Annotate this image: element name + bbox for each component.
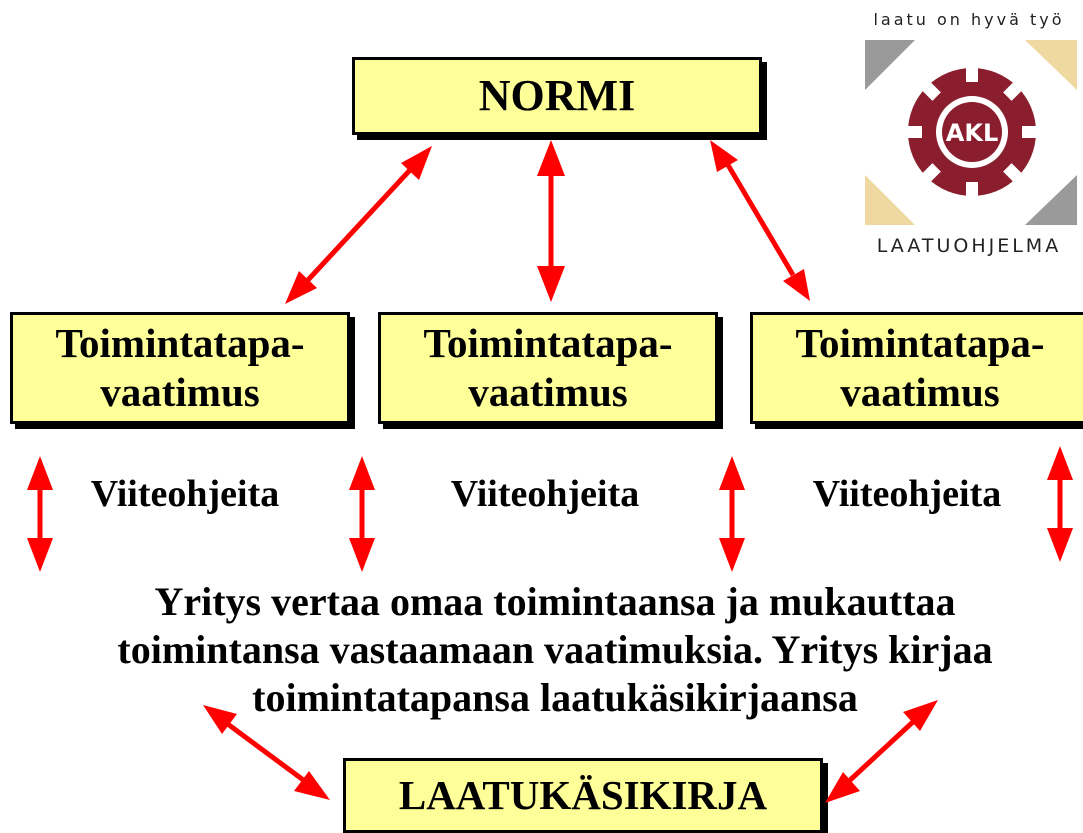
logo-emblem-text: AKL (946, 119, 998, 147)
arrow-vertical-1 (27, 456, 53, 572)
requirement-box-left: Toimintatapa- vaatimus (10, 312, 350, 424)
requirement-box-center: Toimintatapa- vaatimus (378, 312, 718, 424)
arrow-normi-right (710, 140, 810, 301)
requirement-box-right-line2: vaatimus (840, 369, 1000, 415)
arrow-normi-left (285, 146, 432, 304)
description-line-2: toimintansa vastaamaan vaatimuksia. Yrit… (117, 627, 993, 672)
arrow-bottom-right (825, 700, 938, 803)
requirement-box-left-line1: Toimintatapa- (55, 319, 305, 366)
arrow-normi-center (537, 140, 565, 302)
logo-caption: LAATUOHJELMA (876, 235, 1062, 257)
reference-label-right: Viiteohjeita (812, 473, 1002, 515)
description-text: Yritys vertaa omaa toimintaansa ja mukau… (60, 578, 1050, 722)
normi-box: NORMI (352, 57, 762, 135)
akl-logo: laatu on hyvä työ (855, 0, 1083, 272)
laatukasikirja-label: LAATUKÄSIKIRJA (398, 771, 768, 818)
description-line-1: Yritys vertaa omaa toimintaansa ja mukau… (154, 579, 956, 624)
arrow-vertical-2 (349, 456, 375, 572)
description-line-3: toimintatapansa laatukäsikirjaansa (252, 675, 858, 720)
reference-label-center: Viiteohjeita (450, 473, 640, 515)
arrow-vertical-4 (1047, 446, 1073, 562)
laatukasikirja-box: LAATUKÄSIKIRJA (343, 758, 823, 833)
arrow-vertical-3 (719, 456, 745, 572)
requirement-box-center-line2: vaatimus (468, 369, 628, 415)
requirement-box-right: Toimintatapa- vaatimus (750, 312, 1083, 424)
requirement-box-right-line1: Toimintatapa- (795, 319, 1045, 366)
reference-label-left: Viiteohjeita (90, 473, 280, 515)
requirement-box-center-line1: Toimintatapa- (423, 319, 673, 366)
normi-label: NORMI (478, 70, 636, 120)
arrow-bottom-left (203, 705, 330, 800)
logo-tagline: laatu on hyvä työ (873, 10, 1065, 29)
logo-emblem: AKL (865, 40, 1077, 225)
requirement-box-left-line2: vaatimus (100, 369, 260, 415)
